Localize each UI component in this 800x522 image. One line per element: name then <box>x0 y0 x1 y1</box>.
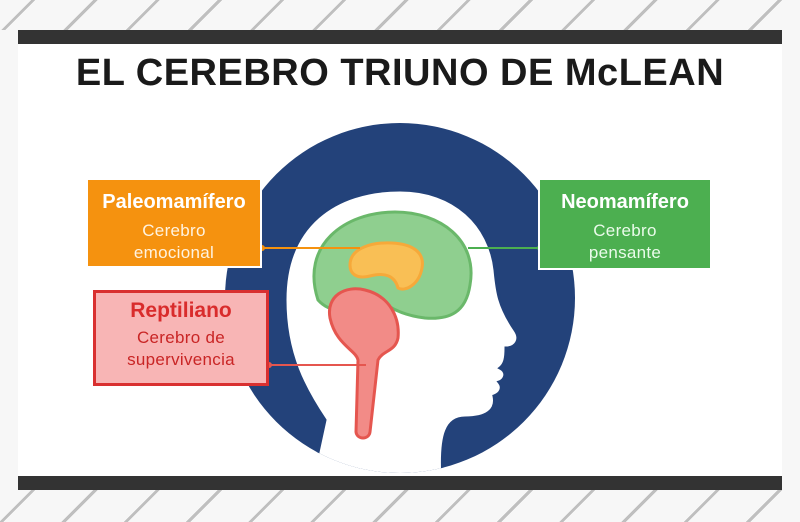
reptile-name: Reptiliano <box>130 299 232 322</box>
bottom-dark-bar <box>18 476 782 490</box>
neo-line1: Cerebro <box>593 221 657 240</box>
reptile-line2: supervivencia <box>127 350 235 369</box>
paleo-line2: emocional <box>133 243 215 262</box>
bottom-hatch-border <box>0 490 800 522</box>
label-neomamifero: Neomamífero Cerebro pensante <box>538 178 712 270</box>
label-paleomamifero: Paleomamífero Cerebro emocional <box>86 178 262 268</box>
reptile-line1: Cerebro de <box>136 328 226 347</box>
paleo-line1: Cerebro <box>142 221 206 240</box>
page-title: EL CEREBRO TRIUNO DE McLEAN <box>75 52 725 94</box>
neo-line2: pensante <box>588 243 662 262</box>
brain-limbic-shape <box>348 241 424 291</box>
top-dark-bar <box>18 30 782 44</box>
label-reptiliano: Reptiliano Cerebro de supervivencia <box>93 290 269 386</box>
brain-stem-shape <box>327 287 400 440</box>
paleo-name: Paleomamífero <box>102 191 246 213</box>
neo-name: Neomamífero <box>561 191 689 213</box>
top-hatch-border <box>0 0 800 30</box>
